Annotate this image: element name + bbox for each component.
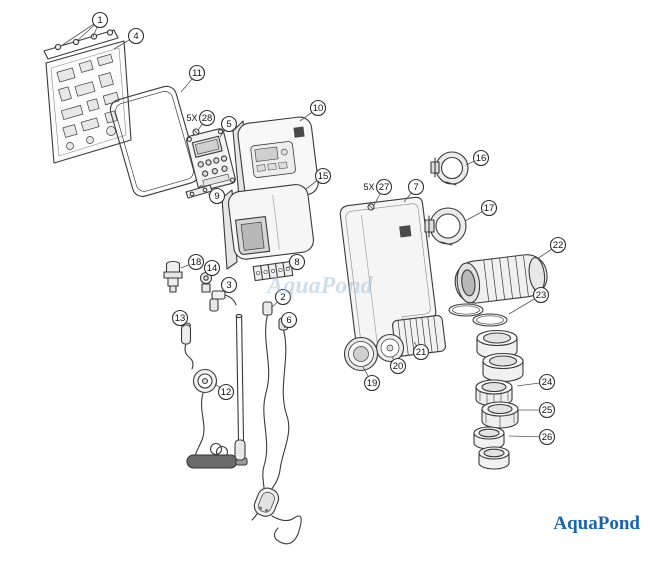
callout-13: 13 xyxy=(171,309,189,327)
probe-cable xyxy=(194,392,229,459)
svg-text:19: 19 xyxy=(367,378,378,389)
cell-housing xyxy=(454,254,548,304)
callout-8: 8 xyxy=(288,253,306,271)
lower-housing xyxy=(221,184,315,270)
svg-text:25: 25 xyxy=(542,405,553,416)
cable-reel-part xyxy=(192,368,218,394)
power-plug xyxy=(253,487,280,517)
callout-20: 20 xyxy=(389,357,407,375)
flow-switch-part xyxy=(163,260,183,293)
temp-probe-part xyxy=(180,322,194,370)
union-fittings xyxy=(473,329,524,470)
svg-text:5X: 5X xyxy=(363,182,374,192)
callout-layer: 1234567891011121314151617181920212223242… xyxy=(60,11,567,446)
svg-text:9: 9 xyxy=(214,191,219,202)
callout-10: 10 xyxy=(309,99,327,117)
svg-text:8: 8 xyxy=(294,257,299,268)
front-housing xyxy=(232,116,319,209)
sensor-rod xyxy=(234,313,246,461)
callout-7: 7 xyxy=(407,178,425,196)
callout-11: 11 xyxy=(188,64,206,82)
svg-text:18: 18 xyxy=(191,257,202,268)
svg-text:13: 13 xyxy=(175,313,186,324)
svg-text:21: 21 xyxy=(416,347,427,358)
svg-text:1: 1 xyxy=(97,15,102,26)
panel-screw xyxy=(367,203,375,211)
mounting-strip xyxy=(43,29,119,60)
controller-keypad xyxy=(186,128,236,192)
callout-3: 3 xyxy=(220,276,238,294)
callout-1: 1 xyxy=(91,11,109,29)
callout-14: 14 xyxy=(203,259,221,277)
svg-text:5: 5 xyxy=(226,119,231,130)
callout-9: 9 xyxy=(208,187,226,205)
cell-front-plate xyxy=(375,333,405,363)
svg-text:14: 14 xyxy=(207,263,218,274)
callout-24: 24 xyxy=(538,373,556,391)
callout-16: 16 xyxy=(472,149,490,167)
svg-text:24: 24 xyxy=(542,377,553,388)
pipe-clamp-upper xyxy=(430,151,469,186)
svg-text:10: 10 xyxy=(313,103,324,114)
watermark-text: AquaPond xyxy=(265,273,373,299)
callout-23: 23 xyxy=(532,286,550,304)
electrode-holder xyxy=(186,454,248,469)
pipe-clamp-lower xyxy=(424,207,467,246)
callout-21: 21 xyxy=(412,343,430,361)
svg-text:17: 17 xyxy=(484,203,495,214)
svg-text:5X: 5X xyxy=(186,113,197,123)
svg-text:7: 7 xyxy=(413,182,418,193)
svg-text:16: 16 xyxy=(476,153,487,164)
callout-25: 25 xyxy=(538,401,556,419)
callout-15: 15 xyxy=(314,167,332,185)
svg-text:22: 22 xyxy=(553,240,564,251)
svg-text:20: 20 xyxy=(393,361,404,372)
callout-6: 6 xyxy=(280,311,298,329)
power-cord xyxy=(253,317,302,545)
o-rings xyxy=(448,303,508,327)
callout-22: 22 xyxy=(549,236,567,254)
pcb-board xyxy=(45,40,132,164)
sensor-cable xyxy=(251,301,273,521)
gasket xyxy=(109,85,200,197)
callout-26: 26 xyxy=(538,428,556,446)
callout-4: 4 xyxy=(127,27,145,45)
callout-27: 27 5X xyxy=(363,178,393,196)
svg-text:4: 4 xyxy=(133,31,138,42)
svg-text:12: 12 xyxy=(221,387,232,398)
callout-18: 18 xyxy=(187,253,205,271)
probe-part xyxy=(209,290,237,312)
svg-text:2: 2 xyxy=(280,292,285,303)
terminal-block xyxy=(252,260,294,282)
callout-17: 17 xyxy=(480,199,498,217)
svg-text:23: 23 xyxy=(536,290,547,301)
svg-text:28: 28 xyxy=(202,113,213,124)
callout-5: 5 xyxy=(220,115,238,133)
keypad-screw xyxy=(192,128,200,136)
callout-2: 2 xyxy=(274,288,292,306)
svg-text:3: 3 xyxy=(226,280,231,291)
callout-19: 19 xyxy=(363,374,381,392)
brand-logo: AquaPond xyxy=(553,513,640,534)
cell-end-cap xyxy=(343,336,379,372)
svg-text:6: 6 xyxy=(286,315,291,326)
svg-text:11: 11 xyxy=(192,68,202,79)
svg-text:27: 27 xyxy=(379,182,390,193)
callout-28: 28 5X xyxy=(186,109,216,127)
svg-text:15: 15 xyxy=(318,171,329,182)
svg-text:26: 26 xyxy=(542,432,553,443)
callout-12: 12 xyxy=(217,383,235,401)
